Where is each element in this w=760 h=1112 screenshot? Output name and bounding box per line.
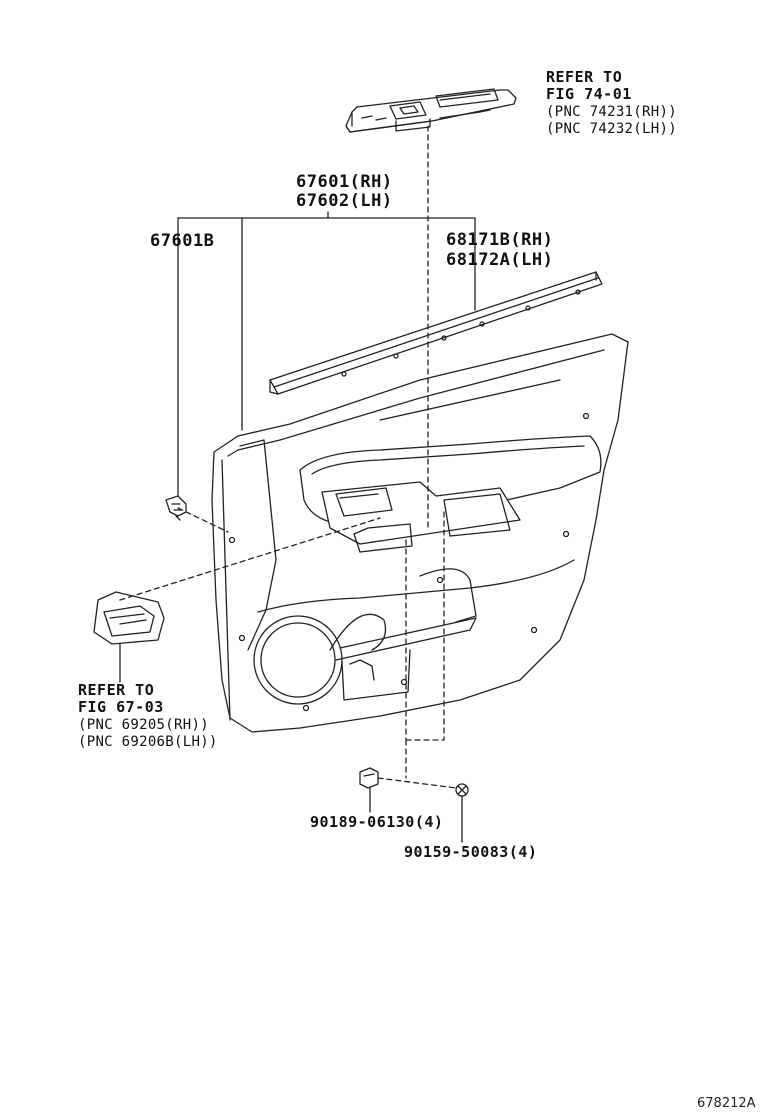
panel-part-rh: 67601(RH)	[296, 172, 393, 192]
panel-part-lh: 67602(LH)	[296, 191, 393, 211]
assembly-dashed-lines	[119, 125, 457, 789]
inside-handle	[93, 591, 165, 645]
handle-ref-line3: (PNC 69205(RH))	[78, 717, 209, 733]
handle-ref-line1: REFER TO	[78, 681, 155, 699]
part-leader-lines	[119, 643, 463, 843]
nut-part-number: 90189-06130(4)	[310, 813, 444, 831]
panel-leader-lines	[177, 211, 476, 501]
switch-ref-line3: (PNC 74231(RH))	[546, 104, 677, 120]
switch-ref-line1: REFER TO	[546, 68, 623, 86]
clip-part-number: 67601B	[150, 231, 215, 251]
handle-ref-line2: FIG 67-03	[78, 698, 164, 716]
switch-ref-line4: (PNC 74232(LH))	[546, 121, 677, 137]
door-trim-panel	[211, 333, 629, 733]
figure-code: 678212A	[697, 1096, 756, 1111]
clip-part	[165, 495, 187, 521]
switch-ref-line2: FIG 74-01	[546, 85, 632, 103]
screw-part-number: 90159-50083(4)	[404, 843, 538, 861]
window-switch-assembly	[345, 88, 517, 133]
weatherstrip-part-lh: 68172A(LH)	[446, 250, 554, 270]
screw-part	[455, 783, 469, 809]
weatherstrip-part-rh: 68171B(RH)	[446, 230, 554, 250]
weatherstrip-molding	[269, 271, 603, 395]
nut-part	[359, 767, 379, 789]
handle-ref-line4: (PNC 69206B(LH))	[78, 734, 218, 750]
